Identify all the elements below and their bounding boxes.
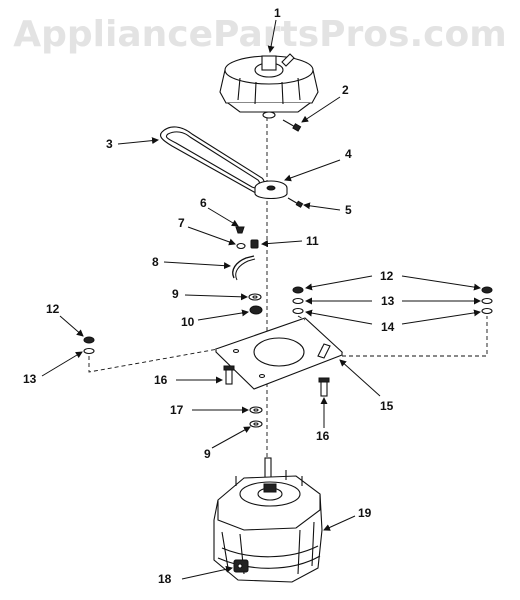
callout-13-left: 13 <box>23 372 37 386</box>
part-4-pulley <box>254 180 288 200</box>
callout-14: 14 <box>381 320 395 334</box>
callout-16-left: 16 <box>154 373 168 387</box>
part-11-nut <box>250 239 259 249</box>
part-12-13-14-right-left-stack <box>292 286 304 315</box>
callout-16-right: 16 <box>316 429 330 443</box>
dashed-link-left <box>88 348 219 373</box>
part-12-13-left-stack <box>83 336 95 355</box>
part-16-bolt-left <box>223 365 235 385</box>
callout-12-right: 12 <box>380 269 394 283</box>
callout-3: 3 <box>106 137 113 151</box>
callout-8: 8 <box>152 255 159 269</box>
part-5-set-screw <box>287 197 304 208</box>
callout-11: 11 <box>306 234 319 248</box>
part-2-screw <box>282 119 302 132</box>
callout-1: 1 <box>274 6 281 20</box>
part-12-13-14-right-right-stack <box>481 286 493 315</box>
callout-2: 2 <box>342 83 349 97</box>
callout-13-right: 13 <box>381 294 395 308</box>
leader-lines <box>41 19 481 580</box>
part-10-bearing <box>249 305 263 315</box>
part-7-washer <box>236 242 246 250</box>
part-9-washer-lower <box>249 420 263 428</box>
callout-18: 18 <box>158 572 172 586</box>
part-3-belt <box>159 126 265 194</box>
callout-6: 6 <box>200 196 207 210</box>
callout-17: 17 <box>170 403 184 417</box>
watermark: AppliancePartsPros.com <box>13 14 507 55</box>
dashed-link-right-top <box>297 315 306 321</box>
part-18-connector <box>233 559 249 573</box>
callout-7: 7 <box>178 216 185 230</box>
callout-10: 10 <box>181 315 195 329</box>
part-6-screw <box>235 226 245 234</box>
callout-4: 4 <box>345 147 352 161</box>
part-15-mounting-plate <box>214 317 344 390</box>
callout-15: 15 <box>380 399 394 413</box>
part-9-washer-upper <box>248 293 262 301</box>
callout-5: 5 <box>345 203 352 217</box>
callout-12-left: 12 <box>46 302 60 316</box>
dashed-link-right <box>342 316 488 357</box>
callout-9-upper: 9 <box>172 287 179 301</box>
part-19-motor <box>213 457 323 583</box>
callout-19: 19 <box>358 506 372 520</box>
part-1-top-housing <box>219 53 319 119</box>
part-16-bolt-right <box>318 377 330 397</box>
part-8-bracket <box>232 255 256 281</box>
callout-9-lower: 9 <box>204 447 211 461</box>
part-17-washer <box>249 406 263 414</box>
